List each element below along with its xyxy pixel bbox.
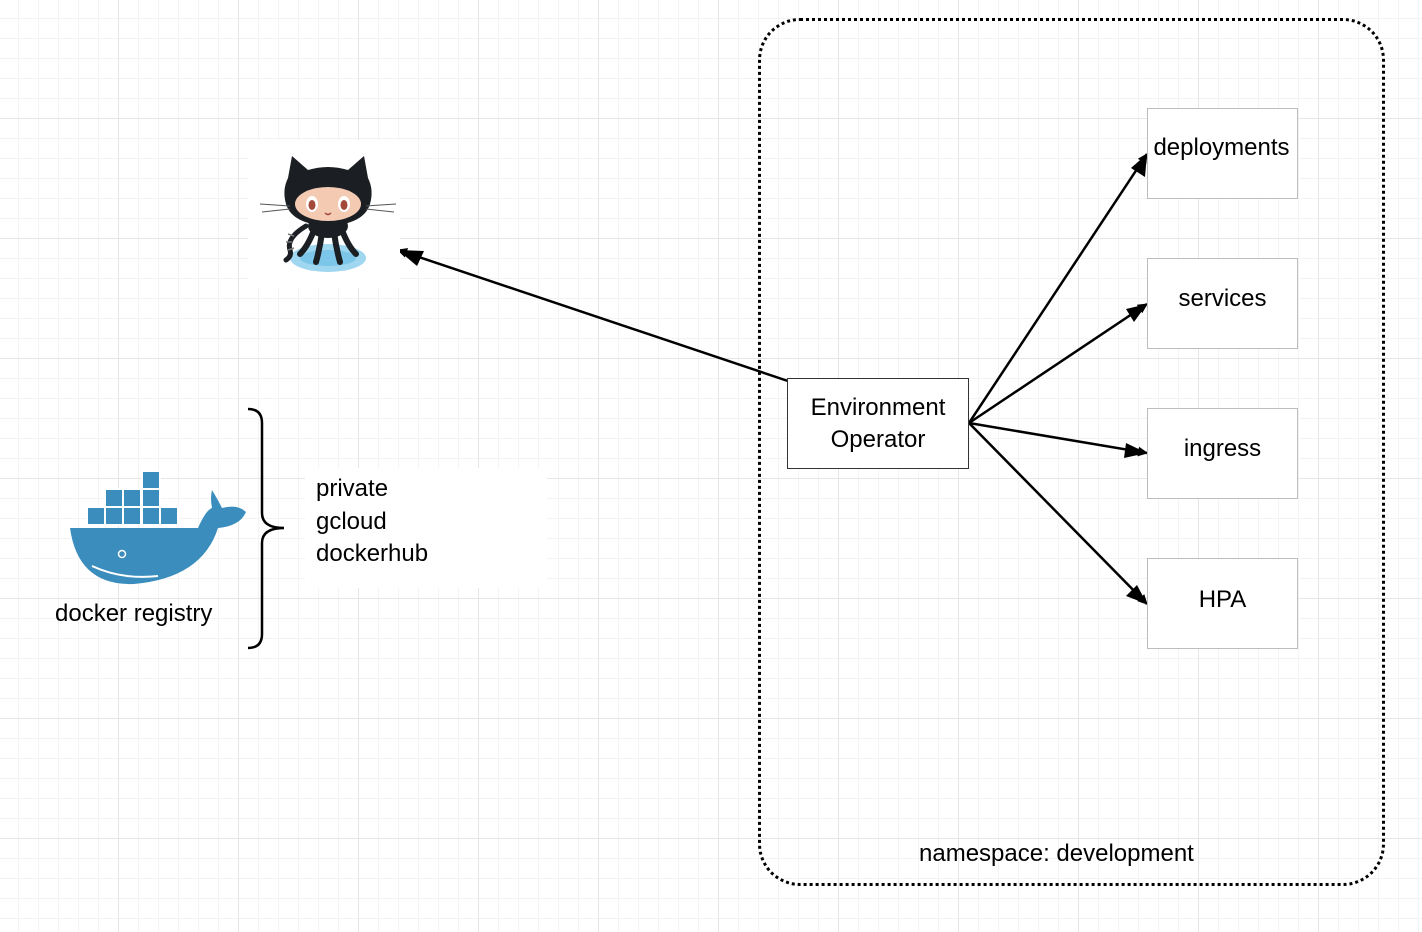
registry-option-private: private bbox=[316, 475, 389, 502]
resource-label-hpa: HPA bbox=[1198, 586, 1247, 613]
namespace-boundary bbox=[758, 18, 1385, 886]
environment-operator-label: Environment Operator bbox=[810, 393, 946, 453]
registry-brace bbox=[247, 407, 285, 650]
resource-label-services: services bbox=[1178, 285, 1267, 312]
resource-box-hpa: HPA bbox=[1147, 558, 1298, 649]
namespace-label: namespace: development bbox=[919, 840, 1194, 867]
resource-label-ingress: ingress bbox=[1183, 435, 1262, 462]
registry-options-background bbox=[305, 468, 547, 588]
resource-box-deployments: deployments bbox=[1147, 108, 1298, 199]
docker-registry-label: docker registry bbox=[55, 600, 213, 627]
github-octocat-icon bbox=[250, 142, 400, 282]
resource-label-deployments: deployments bbox=[1153, 134, 1290, 161]
docker-whale-icon bbox=[62, 468, 252, 590]
arrowhead-github bbox=[398, 250, 424, 266]
environment-operator-box: Environment Operator bbox=[787, 378, 969, 469]
arrow-operator-to-github bbox=[397, 248, 789, 383]
registry-option-gcloud: gcloud bbox=[316, 507, 387, 535]
registry-option-dockerhub: dockerhub bbox=[316, 540, 429, 567]
resource-box-services: services bbox=[1147, 258, 1298, 349]
resource-box-ingress: ingress bbox=[1147, 408, 1298, 499]
registry-options-list: private gcloud dockerhub bbox=[316, 473, 428, 571]
